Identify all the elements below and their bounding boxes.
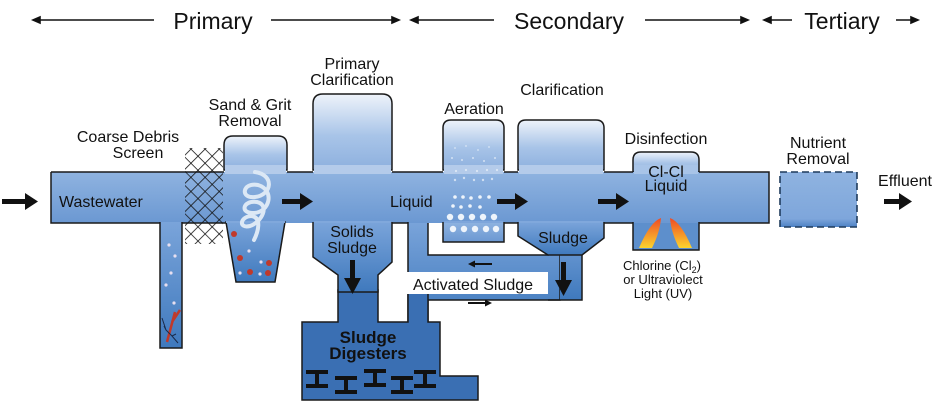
flow-arrow-icon — [598, 193, 629, 210]
flow-arrows — [2, 193, 912, 307]
nutrient-removal-box — [779, 171, 858, 228]
sand-grit-label-2: Removal — [218, 113, 281, 130]
solids-sludge-label-2: Sludge — [327, 240, 377, 257]
primary-stage-arrow — [30, 15, 402, 25]
nutrient-removal-label: Nutrient — [790, 135, 847, 152]
activated-sludge-label-box — [398, 272, 548, 294]
clcl-label: Cl-Cl — [648, 164, 684, 181]
uv-chlorine-flame-icon — [639, 218, 692, 248]
coarse-debris-screen — [185, 148, 223, 244]
flow-arrow-icon — [282, 193, 313, 210]
chlorine-label: Chlorine (Cl2) — [623, 258, 701, 275]
sludge-label: Sludge — [538, 230, 588, 247]
digester-mixer-icons — [306, 369, 436, 394]
primary-clarification-label: Primary — [324, 56, 379, 73]
primary-clarification-label-2: Clarification — [310, 72, 394, 89]
flow-arrow-icon — [497, 193, 528, 210]
return-arrow-right-icon — [468, 299, 492, 307]
debris-twig-icon — [161, 309, 182, 344]
primary-clarifier-hopper — [312, 222, 393, 293]
secondary-clarifier-hopper — [517, 222, 605, 256]
secondary-stage-arrow — [408, 15, 751, 25]
effluent-arrow-icon — [884, 193, 912, 210]
aeration-tank-top — [442, 119, 505, 171]
solids-sludge-label: Solids — [330, 224, 374, 241]
grit-particles — [231, 231, 272, 276]
stage-tertiary-label: Tertiary — [804, 8, 880, 34]
clarification-label: Clarification — [520, 82, 604, 99]
return-arrow-left-icon — [468, 260, 492, 268]
sand-grit-tank-top — [223, 135, 288, 171]
primary-clarifier-top — [312, 93, 393, 171]
aeration-bubbles — [446, 145, 500, 233]
solids-down-arrow-icon — [344, 260, 361, 294]
main-process-channel — [50, 93, 770, 349]
effluent-label: Effluent — [878, 173, 933, 190]
stage-secondary-label: Secondary — [514, 8, 624, 34]
clcl-liquid-label: Liquid — [645, 178, 688, 195]
coarse-debris-label-2: Screen — [113, 145, 164, 162]
nutrient-removal-label-2: Removal — [786, 151, 849, 168]
activated-sludge-label: Activated Sludge — [413, 277, 533, 294]
sludge-digesters-label: Sludge — [340, 328, 397, 347]
stage-header: Primary Secondary Tertiary — [30, 8, 921, 34]
aeration-bottom — [442, 222, 505, 243]
grit-spiral-icon — [240, 170, 271, 242]
uv-light-label: Light (UV) — [634, 286, 693, 301]
inflow-arrow-icon — [2, 193, 38, 210]
wastewater-label: Wastewater — [59, 194, 144, 211]
aeration-label: Aeration — [444, 101, 504, 118]
stage-primary-label: Primary — [173, 8, 253, 34]
sludge-digesters-label-2: Digesters — [329, 344, 406, 363]
sand-grit-label: Sand & Grit — [209, 97, 292, 114]
sludge-down-arrow-icon — [555, 262, 572, 296]
coarse-debris-label: Coarse Debris — [77, 129, 179, 146]
secondary-clarifier-top — [517, 119, 605, 171]
liquid-label: Liquid — [390, 194, 433, 211]
disinfection-label: Disinfection — [625, 131, 708, 148]
ultraviolet-label: or Ultraviolect — [623, 272, 703, 287]
tertiary-stage-arrow — [761, 15, 921, 25]
